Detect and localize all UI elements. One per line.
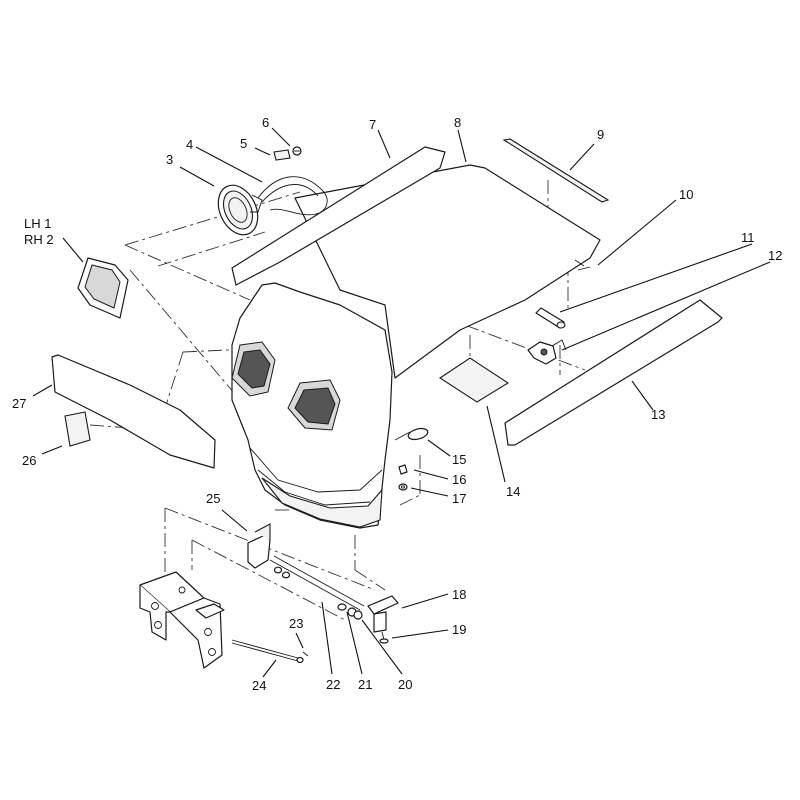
spacer-21 [273,566,347,611]
callout-24: 24 [252,678,266,693]
callout-14: 14 [506,484,520,499]
pad-14 [438,357,510,403]
cable-15 [394,427,429,441]
pin-10 [574,259,591,271]
callout-4: 4 [186,137,193,152]
callout-18: 18 [452,587,466,602]
callout-25: 25 [206,491,220,506]
bumper-11 [535,307,566,329]
callout-12: 12 [768,248,782,263]
callout-6: 6 [262,115,269,130]
callout-19: 19 [452,622,466,637]
callout-9: 9 [597,127,604,142]
nut-20 [347,607,363,620]
callout-rh2: RH 2 [24,232,54,247]
callout-5: 5 [240,136,247,151]
callout-17: 17 [452,491,466,506]
callout-3: 3 [166,152,173,167]
decal-26 [64,411,91,447]
leader-lines [32,127,771,678]
callout-10: 10 [679,187,693,202]
callout-8: 8 [454,115,461,130]
callout-7: 7 [369,117,376,132]
callout-13: 13 [651,407,665,422]
callout-26: 26 [22,453,36,468]
callout-lh1: LH 1 [24,216,51,231]
callout-23: 23 [289,616,303,631]
light-housing [77,257,129,319]
callout-27: 27 [12,396,26,411]
screw-6 [292,146,302,156]
washer-17 [398,483,408,491]
callout-15: 15 [452,452,466,467]
rod-24 [231,639,304,664]
callout-21: 21 [358,677,372,692]
latch-12 [527,339,567,365]
bracket-25 [247,523,271,569]
bolt-16 [398,464,408,475]
shaft-22 [269,555,365,611]
bumper-trim-27 [51,354,216,469]
callout-16: 16 [452,472,466,487]
side-trim-panel-7 [231,146,446,286]
bracket-18 [367,595,399,633]
hood-top-panel [294,164,601,379]
axle-frame-bracket [139,571,225,669]
side-trim-panel-13 [504,299,723,446]
strip-9 [502,138,610,203]
bolt-19 [379,631,389,644]
callout-labels: LH 1 RH 2 3 4 5 6 7 8 9 10 11 12 13 14 1… [12,115,782,693]
callout-22: 22 [326,677,340,692]
callout-11: 11 [741,230,755,245]
headlight-openings [231,341,341,431]
clip-23 [302,651,309,657]
headlight-lamp [217,184,263,236]
wiring-harness [257,176,328,216]
bracket-5 [273,149,291,161]
callout-20: 20 [398,677,412,692]
